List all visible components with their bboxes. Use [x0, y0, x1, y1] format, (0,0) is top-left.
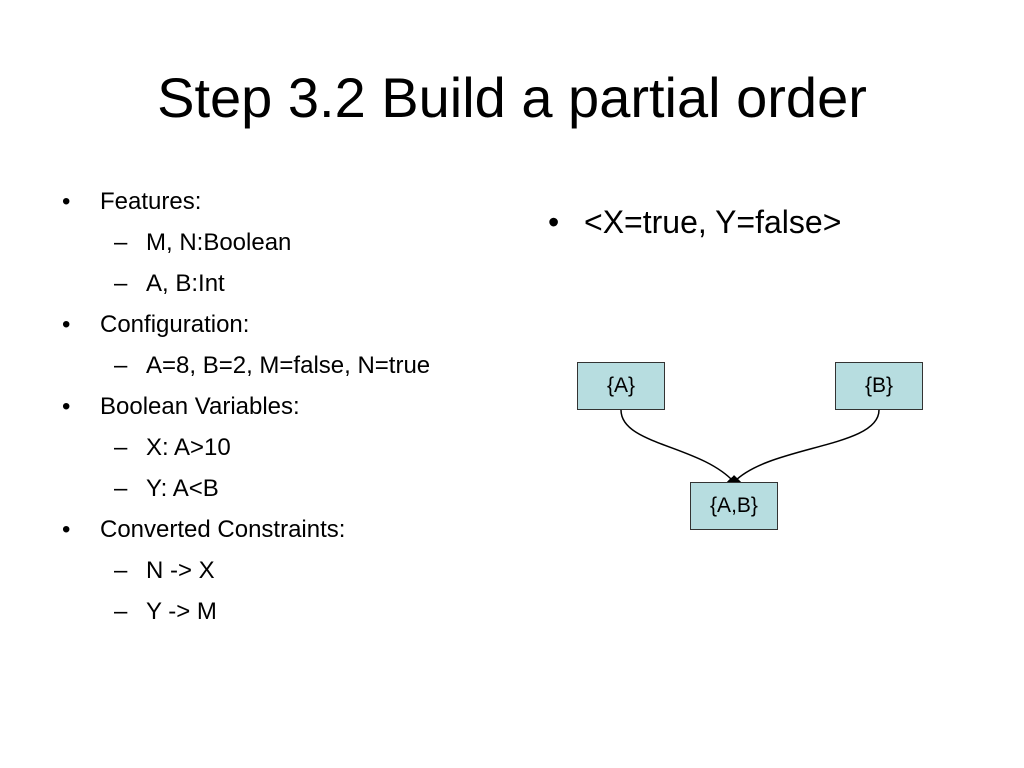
list-item: – Y -> M — [114, 597, 217, 627]
bullet-list: • Features: – M, N:Boolean – A, B:Int • … — [62, 187, 431, 627]
list-item: – A, B:Int — [114, 269, 225, 299]
list-item-text: Features: — [100, 188, 202, 215]
list-item: – A=8, B=2, M=false, N=true — [114, 351, 431, 381]
slide-title: Step 3.2 Build a partial order — [157, 66, 867, 129]
list-item: – X: A>10 — [114, 433, 231, 463]
bullet-marker: • — [62, 516, 71, 543]
dash-marker: – — [114, 352, 128, 379]
list-item-text: Y: A<B — [146, 475, 219, 502]
list-item-text: Boolean Variables: — [100, 393, 300, 420]
list-item-text: Y -> M — [146, 598, 217, 625]
list-item: – N -> X — [114, 556, 215, 586]
edge-b-to-ab — [730, 409, 880, 486]
list-item-text: M, N:Boolean — [146, 229, 292, 256]
right-bullet-item: • <X=true, Y=false> — [548, 202, 842, 242]
dash-marker: – — [114, 434, 128, 461]
list-item-text: A=8, B=2, M=false, N=true — [146, 352, 431, 379]
list-item: • Features: — [62, 187, 202, 217]
list-item-text: Configuration: — [100, 311, 250, 338]
bullet-marker: • — [62, 188, 71, 215]
list-item: – M, N:Boolean — [114, 228, 292, 258]
dash-marker: – — [114, 557, 128, 584]
node-b: {B} — [835, 362, 923, 410]
list-item-text: A, B:Int — [146, 270, 225, 297]
bullet-marker: • — [62, 311, 71, 338]
list-item: • Boolean Variables: — [62, 392, 300, 422]
list-item: • Configuration: — [62, 310, 250, 340]
node-ab: {A,B} — [690, 482, 778, 530]
list-item: • Converted Constraints: — [62, 515, 346, 545]
bullet-marker: • — [548, 204, 560, 240]
list-item-text: Converted Constraints: — [100, 516, 346, 543]
list-item-text: X: A>10 — [146, 434, 231, 461]
dash-marker: – — [114, 475, 128, 502]
node-a: {A} — [577, 362, 665, 410]
right-bullet-text: <X=true, Y=false> — [584, 204, 842, 240]
dash-marker: – — [114, 270, 128, 297]
dash-marker: – — [114, 229, 128, 256]
edge-a-to-ab — [620, 409, 738, 486]
list-item-text: N -> X — [146, 557, 215, 584]
bullet-marker: • — [62, 393, 71, 420]
dash-marker: – — [114, 598, 128, 625]
list-item: – Y: A<B — [114, 474, 219, 504]
